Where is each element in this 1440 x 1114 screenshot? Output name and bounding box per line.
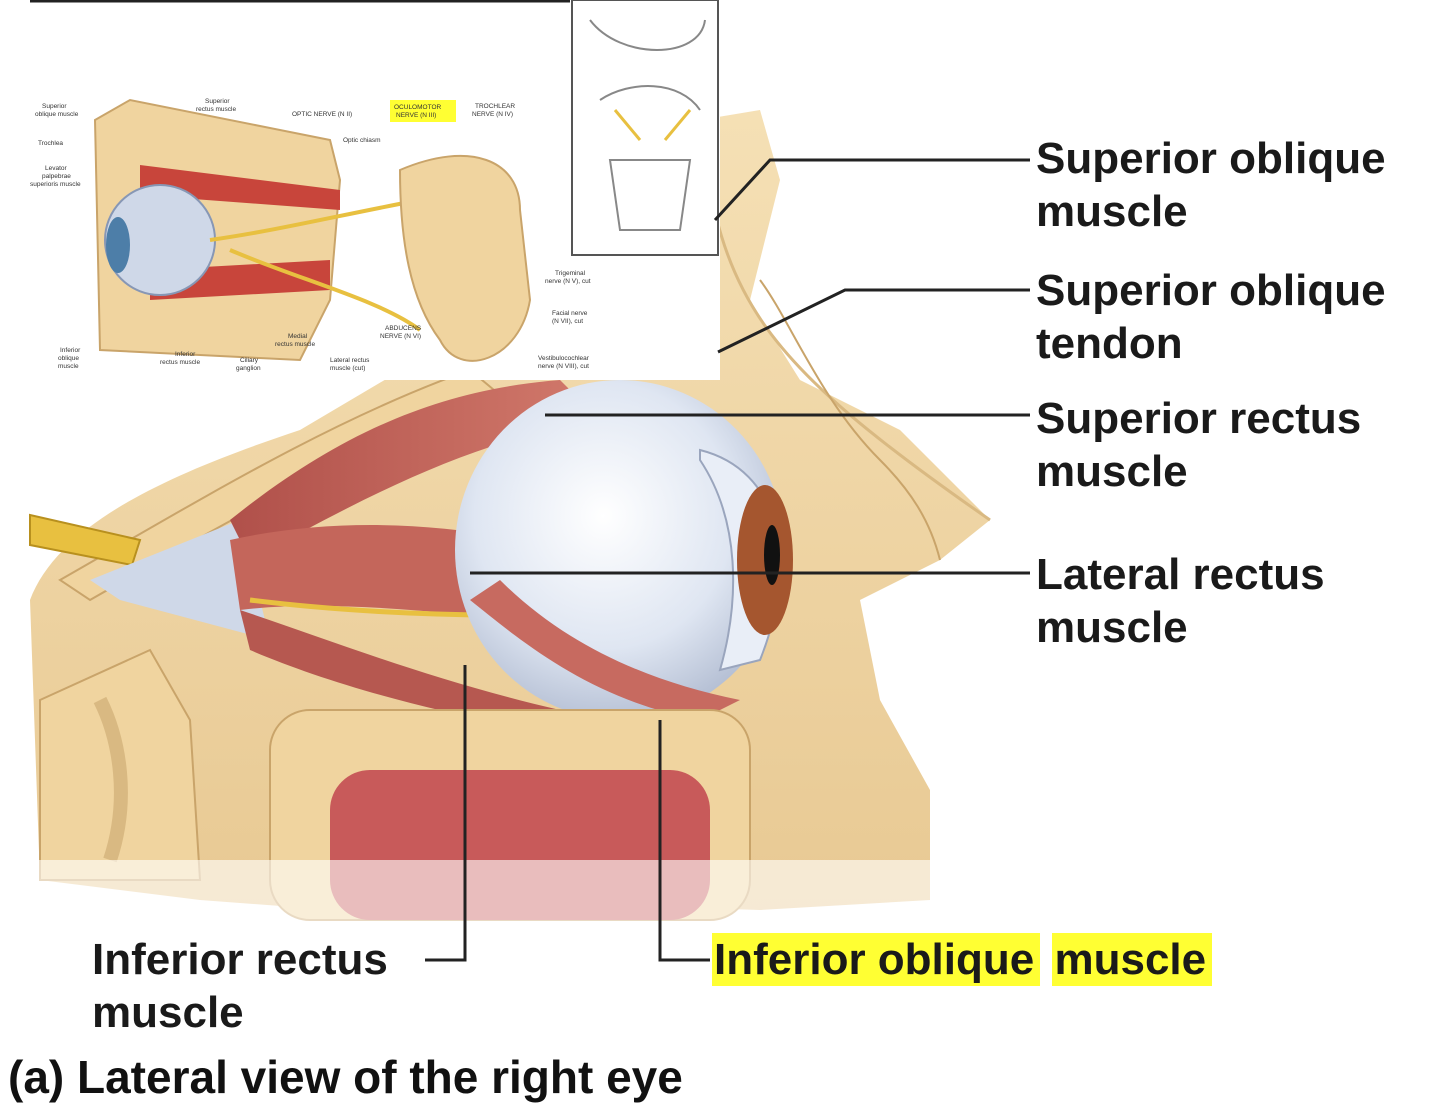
- label-line-highlighted: muscle: [1052, 933, 1213, 986]
- label-line-highlighted: Inferior oblique: [712, 933, 1041, 986]
- label-superior-rectus-muscle: Superior rectus muscle: [1036, 392, 1361, 498]
- leader-inferior-oblique: [658, 720, 710, 962]
- label-lateral-rectus-muscle: Lateral rectus muscle: [1036, 548, 1325, 654]
- inset-label: rectus muscle: [196, 106, 236, 113]
- leader-superior-oblique-tendon: [717, 288, 1030, 354]
- label-superior-oblique-tendon: Superior oblique tendon: [1036, 264, 1386, 370]
- inset-label: Inferior: [175, 351, 196, 358]
- superior-rectus-shape: [230, 380, 600, 560]
- pupil: [764, 525, 780, 585]
- lateral-rectus-shape: [230, 525, 520, 620]
- inset-label: Lateral rectus: [330, 357, 370, 364]
- inset-label: Inferior: [60, 347, 81, 354]
- inset-label: rectus muscle: [160, 359, 200, 366]
- label-line: muscle: [92, 988, 244, 1037]
- inset-brain-thumbnail: [571, 0, 719, 256]
- inset-brainstem: [398, 155, 532, 362]
- eyeball: [455, 380, 793, 720]
- inset-label: Trigeminal: [555, 270, 586, 277]
- inset-label: OCULOMOTOR: [394, 104, 441, 111]
- inset-label: Superior: [42, 103, 67, 110]
- inset-nerves: [209, 198, 422, 332]
- inset-label: (N VII), cut: [552, 318, 583, 325]
- inset-label: NERVE (N IV): [472, 111, 513, 118]
- svg-text:Facial nerve(N VII), cut: Facial nerve(N VII), cut: [552, 310, 588, 325]
- label-line: muscle: [1036, 603, 1188, 652]
- label-superior-oblique-muscle: Superior oblique muscle: [1036, 132, 1386, 238]
- inset-label: Medial: [288, 333, 308, 340]
- inset-label: oblique: [58, 355, 79, 362]
- label-line: Inferior rectus: [92, 935, 388, 984]
- inset-label: Optic chiasm: [343, 137, 381, 144]
- label-inferior-rectus-muscle: Inferior rectus muscle: [92, 933, 388, 1039]
- label-line: Superior oblique: [1036, 266, 1386, 315]
- inset-label: superioris muscle: [30, 181, 81, 188]
- common-tendinous-ring: [90, 520, 270, 640]
- inset-label: muscle (cut): [330, 365, 365, 372]
- label-line: muscle: [1036, 187, 1188, 236]
- label-inferior-oblique-muscle: Inferior oblique muscle: [712, 933, 1213, 986]
- inset-label: Trochlea: [38, 140, 63, 147]
- inset-label: OPTIC NERVE (N II): [292, 111, 352, 118]
- inset-label: TROCHLEAR: [475, 103, 515, 110]
- inferior-rectus-shape: [240, 610, 560, 730]
- label-line: Lateral rectus: [1036, 550, 1325, 599]
- inset-label: ABDUCENS: [385, 325, 422, 332]
- inset-label: Vestibulocochlear: [538, 355, 590, 362]
- inset-label: palpebrae: [42, 173, 71, 180]
- inset-label: NERVE (N VI): [380, 333, 421, 340]
- inset-label: Superior: [205, 98, 230, 105]
- inset-panel-top-left: [30, 0, 720, 380]
- inset-iris: [106, 217, 130, 273]
- leader-lines: [425, 158, 1030, 962]
- label-line: tendon: [1036, 319, 1183, 368]
- inset-label: NERVE (N III): [396, 112, 436, 119]
- inset-label: Ciliary: [240, 357, 259, 364]
- leader-inferior-rectus: [425, 665, 467, 962]
- inset-label: ganglion: [236, 365, 261, 372]
- leader-superior-oblique-muscle: [713, 158, 1030, 222]
- inset-label: Levator: [45, 165, 68, 172]
- inset-label: nerve (N V), cut: [545, 278, 591, 285]
- label-line: Superior oblique: [1036, 134, 1386, 183]
- figure-caption: (a) Lateral view of the right eye: [8, 1051, 683, 1103]
- inset-label: muscle: [58, 363, 79, 370]
- inset-label: oblique muscle: [35, 111, 79, 118]
- extraocular-muscles: [230, 380, 600, 730]
- inset-label: nerve (N VIII), cut: [538, 363, 589, 370]
- label-line: Superior rectus: [1036, 394, 1362, 443]
- inset-label: rectus muscle: [275, 341, 315, 348]
- label-line: muscle: [1036, 447, 1188, 496]
- inset-label: Facial nerve: [552, 310, 588, 317]
